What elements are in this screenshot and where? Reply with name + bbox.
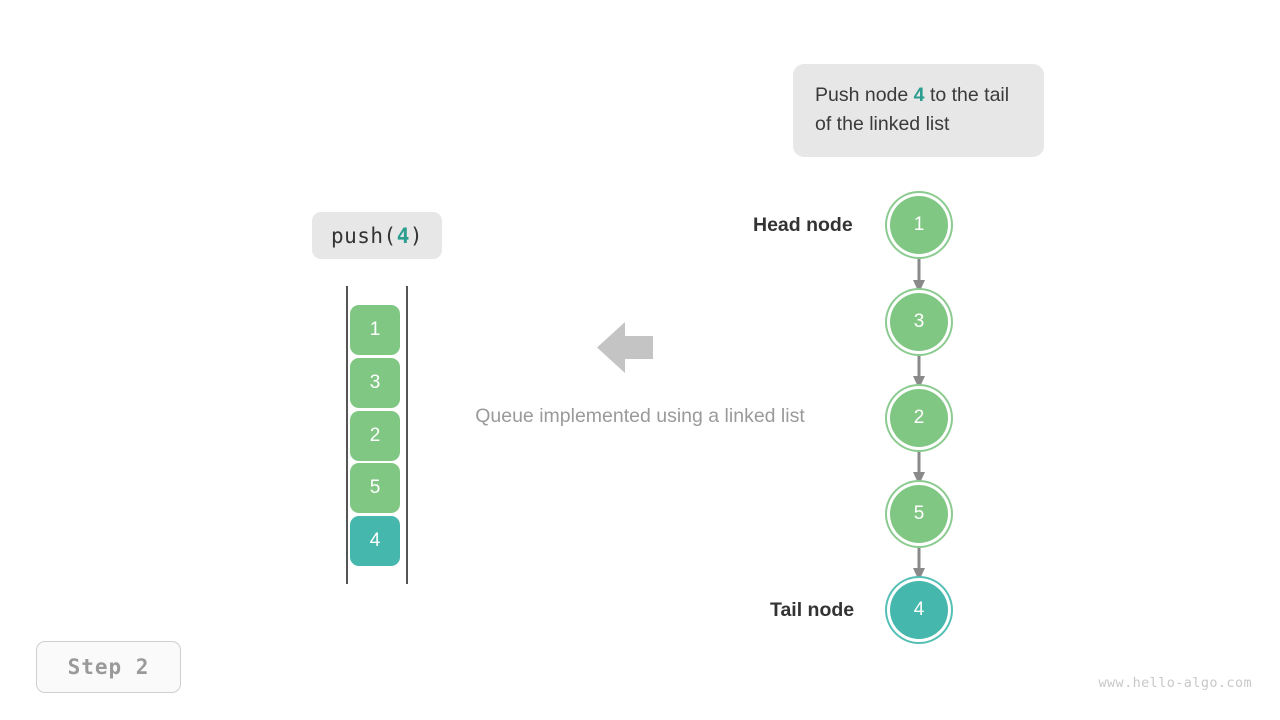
- list-node: 5: [890, 485, 948, 543]
- list-node-value: 3: [913, 311, 925, 332]
- array-cell-value: 3: [369, 372, 381, 393]
- array-rail-right: [406, 286, 408, 584]
- callout-text-prefix: Push node: [815, 84, 914, 106]
- list-node-new: 4: [890, 581, 948, 639]
- link-arrow-icon: [912, 447, 926, 485]
- callout-box: Push node 4 to the tail of the linked li…: [793, 64, 1044, 157]
- diagram-caption: Queue implemented using a linked list: [475, 405, 805, 427]
- link-arrow-icon: [912, 351, 926, 389]
- link-arrow-icon: [912, 543, 926, 581]
- list-node: 1: [890, 196, 948, 254]
- step-badge-label: Step 2: [67, 655, 150, 679]
- callout-text-suffix: to the tail of the linked list: [815, 84, 1010, 135]
- list-node: 3: [890, 293, 948, 351]
- head-node-label: Head node: [753, 214, 853, 236]
- operation-close-paren: ): [409, 223, 424, 248]
- array-cell-value: 4: [369, 530, 381, 551]
- array-cell: 1: [350, 305, 400, 355]
- operation-argument: 4: [396, 223, 410, 248]
- arrow-left-icon: [597, 322, 653, 373]
- array-cell-value: 1: [369, 319, 381, 340]
- list-node: 2: [890, 389, 948, 447]
- array-cell-value: 5: [369, 477, 381, 498]
- watermark: www.hello-algo.com: [1098, 675, 1252, 691]
- array-cell: 2: [350, 411, 400, 461]
- array-cell: 5: [350, 463, 400, 513]
- operation-name: push(: [330, 223, 397, 248]
- array-rail-left: [346, 286, 348, 584]
- array-cell-new: 4: [350, 516, 400, 566]
- operation-badge: push(4): [312, 212, 442, 259]
- list-node-value: 4: [913, 599, 925, 620]
- step-badge: Step 2: [36, 641, 181, 693]
- list-node-value: 1: [913, 214, 925, 235]
- list-node-value: 5: [913, 503, 925, 524]
- array-cell: 3: [350, 358, 400, 408]
- array-cell-value: 2: [369, 425, 381, 446]
- link-arrow-icon: [912, 255, 926, 293]
- callout-highlight-value: 4: [913, 84, 925, 106]
- list-node-value: 2: [913, 407, 925, 428]
- tail-node-label: Tail node: [770, 599, 855, 621]
